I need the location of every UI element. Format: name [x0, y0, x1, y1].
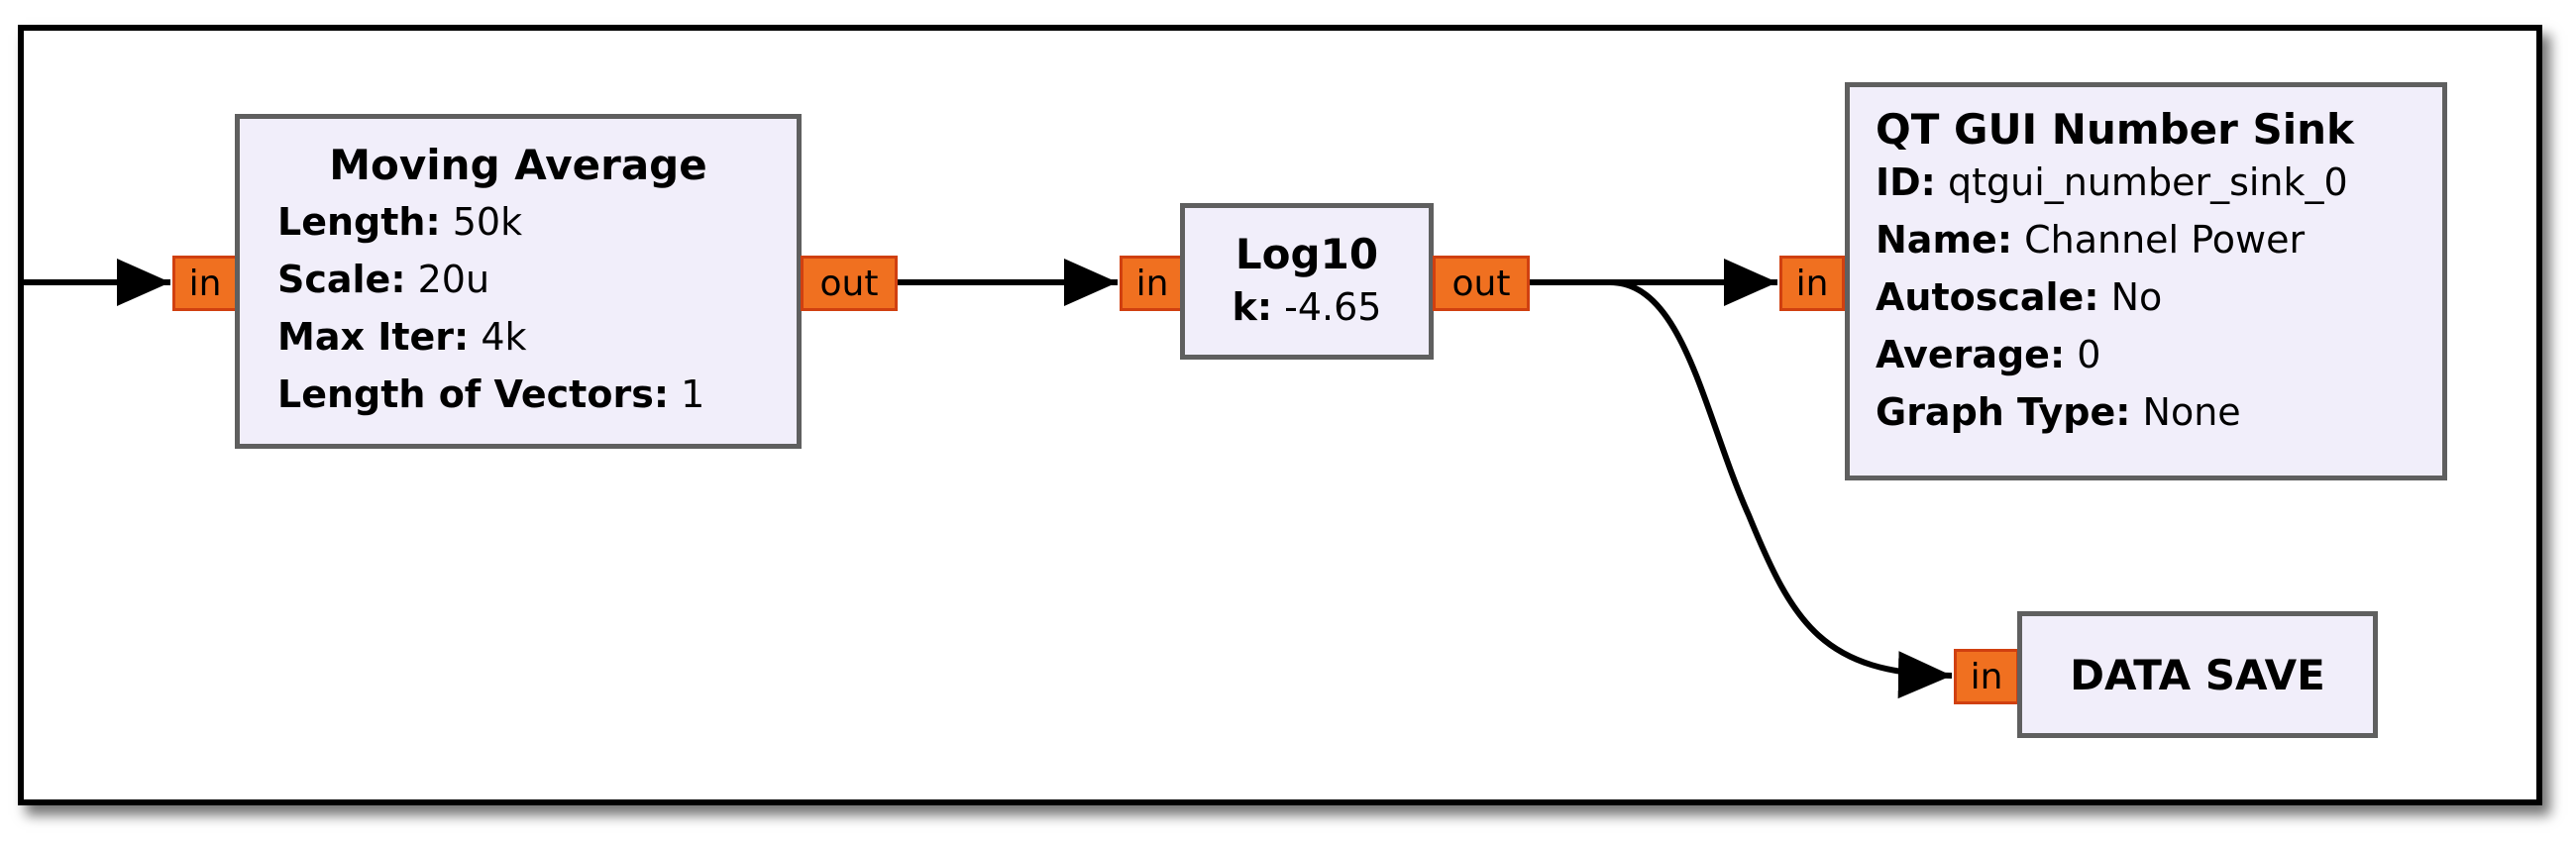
number-sink-title: QT GUI Number Sink	[1876, 105, 2354, 154]
moving-average-title: Moving Average	[329, 141, 707, 189]
log10-title: Log10	[1234, 230, 1379, 278]
log10-out-port[interactable]: out	[1433, 256, 1530, 311]
wire-log10-to-data-save[interactable]	[1529, 279, 1953, 699]
number-sink-param: Autoscale: No	[1876, 275, 2163, 319]
number-sink-param: ID: qtgui_number_sink_0	[1876, 160, 2348, 204]
log10-param-k: k: -4.65	[1232, 285, 1382, 329]
number-sink-param: Average: 0	[1876, 333, 2101, 376]
data-save-title: DATA SAVE	[2070, 650, 2325, 699]
number-sink-param: Name: Channel Power	[1876, 218, 2306, 262]
log10-block[interactable]: Log10 k: -4.65	[1180, 203, 1434, 360]
log10-in-port[interactable]: in	[1120, 256, 1185, 311]
moving-average-param: Length: 50k	[277, 200, 523, 244]
moving-average-param: Length of Vectors: 1	[277, 372, 705, 416]
moving-average-param: Scale: 20u	[277, 258, 490, 301]
number-sink-param: Graph Type: None	[1876, 390, 2241, 434]
moving-average-block[interactable]: Moving Average Length: 50k Scale: 20u Ma…	[235, 114, 802, 449]
moving-average-out-port[interactable]: out	[801, 256, 898, 311]
moving-average-in-port[interactable]: in	[172, 256, 238, 311]
data-save-block[interactable]: DATA SAVE	[2017, 611, 2378, 738]
number-sink-in-port[interactable]: in	[1779, 256, 1845, 311]
number-sink-block[interactable]: QT GUI Number Sink ID: qtgui_number_sink…	[1845, 82, 2447, 480]
data-save-in-port[interactable]: in	[1954, 649, 2019, 704]
moving-average-param: Max Iter: 4k	[277, 315, 527, 359]
